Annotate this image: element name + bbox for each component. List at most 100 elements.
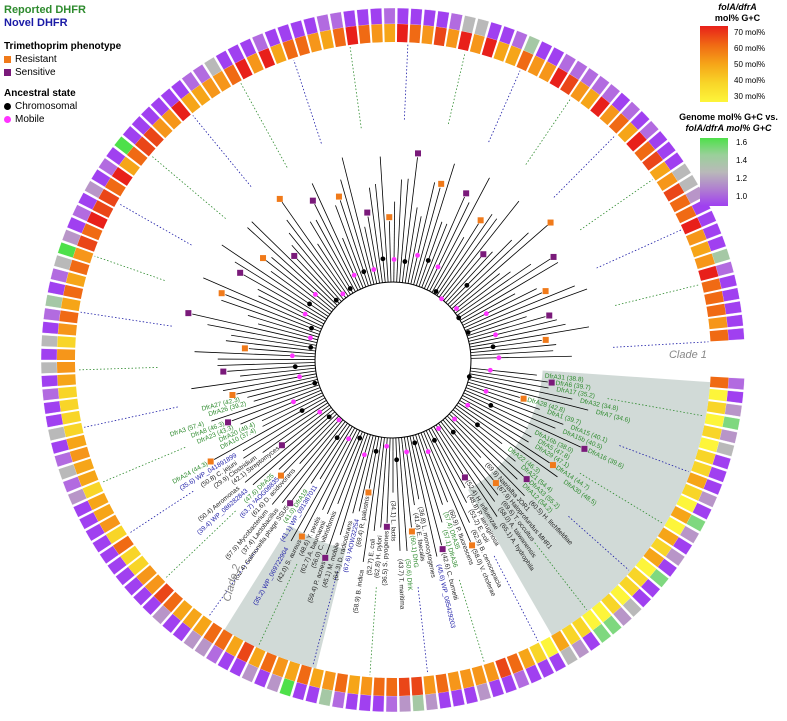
tree-branch (221, 299, 320, 335)
phenotype-square (241, 345, 248, 352)
tree-branch (439, 213, 493, 292)
gc-ring-segment (706, 401, 727, 415)
gc-ring-segment (398, 677, 411, 696)
tree-branch (482, 405, 528, 430)
legend-mobile: Mobile (4, 113, 121, 126)
legend: Reported DHFR Novel DHFR Trimethoprim ph… (4, 4, 121, 126)
tree-branch (227, 366, 296, 372)
tree-branch (447, 285, 468, 305)
tree-branch (468, 288, 588, 333)
node-marker (412, 440, 418, 446)
gc-ring-segment (708, 316, 728, 330)
tree-branch (341, 157, 371, 269)
tree-branch (423, 223, 448, 282)
node-marker (299, 408, 305, 414)
node-marker (465, 330, 471, 335)
gc-ring-segment (704, 291, 724, 305)
gc-ring-segment (246, 52, 264, 74)
gc-ring-segment (87, 492, 109, 511)
ratio-tick-10: 1.0 (736, 192, 748, 201)
ratio-ring-segment (289, 19, 306, 39)
tree-branch (458, 258, 551, 319)
tree-branch (457, 443, 499, 496)
phenotype-square (309, 197, 316, 204)
node-marker (456, 315, 462, 321)
tree-branch (451, 301, 460, 310)
tree-branch (459, 224, 548, 303)
gc-ring-segment (225, 635, 244, 657)
phenotype-square (278, 442, 285, 449)
tree-branch (303, 308, 326, 322)
phenotype-square (291, 252, 298, 259)
tree-branch (352, 287, 356, 292)
tree-branch (404, 157, 418, 262)
gc-ring-segment (360, 676, 373, 696)
gc-ring-segment (284, 660, 301, 682)
tree-branch (484, 376, 549, 389)
tree-branch (382, 258, 386, 283)
gc-ring-segment (709, 376, 729, 389)
gc-ring-segment (192, 615, 213, 637)
tree-branch (467, 332, 487, 340)
gc-ring-segment (663, 183, 685, 202)
gc-ring-segment (591, 601, 612, 623)
tree-branch (240, 368, 307, 377)
tree-branch (378, 279, 380, 284)
gc-ring-segment (63, 422, 84, 438)
tree-branch (486, 316, 546, 334)
node-marker (402, 259, 408, 264)
gc-ring-segment (656, 172, 678, 191)
tree-branch (418, 163, 455, 278)
tree-branch (240, 401, 294, 425)
ratio-ring-segment (50, 267, 69, 284)
tree-branch (258, 295, 318, 325)
ratio-ring-segment (305, 685, 321, 704)
node-marker (308, 335, 313, 341)
dotted-connector (447, 52, 466, 125)
tree-branch (309, 303, 329, 317)
tip-label: (62.8) H. pylori (374, 535, 384, 578)
node-marker (454, 306, 459, 311)
node-marker (317, 409, 323, 415)
tree-branch (271, 429, 335, 505)
tree-branch (327, 295, 338, 306)
phenotype-square (520, 395, 527, 402)
tree-branch (302, 384, 320, 391)
node-marker (404, 449, 409, 455)
node-marker (308, 345, 314, 350)
gc-ring-segment (551, 630, 570, 652)
ratio-ring-segment (722, 416, 741, 431)
tree-branch (363, 271, 369, 287)
node-marker (373, 448, 379, 454)
ratio-ring-segment (345, 692, 359, 711)
tree-branch (482, 326, 590, 346)
sensitive-square-icon (4, 69, 11, 76)
legend-sensitive: Sensitive (4, 66, 121, 79)
tree-branch (363, 434, 371, 455)
gc-ring-segment (664, 516, 686, 536)
tree-branch (417, 433, 426, 455)
tree-branch (191, 373, 296, 390)
tree-branch (412, 448, 438, 557)
gc-ring-segment (643, 547, 665, 568)
dotted-connector (192, 115, 252, 187)
tree-branch (354, 430, 361, 442)
node-marker (351, 272, 357, 278)
tree-branch (301, 397, 326, 411)
tip-label: (43.7) T. maritima (397, 559, 406, 610)
tree-branch (438, 423, 446, 433)
gc-ring-segment (506, 653, 524, 674)
gc-ring-segment (171, 100, 191, 122)
gc-ring-segment (649, 161, 671, 181)
tree-branch (442, 419, 454, 433)
gc-ring-segment (423, 675, 436, 695)
tree-branch (243, 274, 305, 310)
gc-ring-segment (527, 55, 546, 77)
tree-branch (437, 202, 470, 268)
phenotype-square (477, 217, 484, 224)
gc-ring-segment (72, 247, 94, 264)
tree-branch (441, 200, 520, 300)
dotted-connector (596, 229, 682, 269)
node-marker (466, 374, 472, 380)
tree-branch (382, 437, 385, 452)
